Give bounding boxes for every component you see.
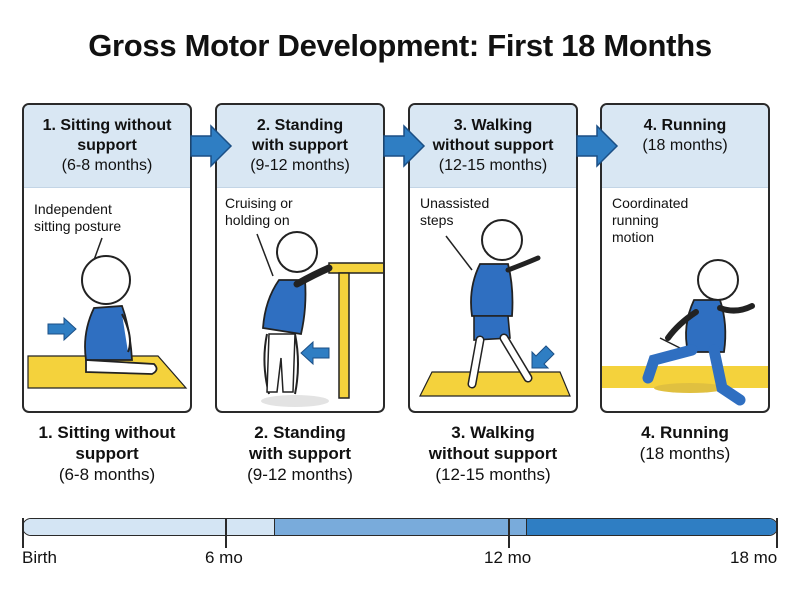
timeline-segment-birth-6mo — [23, 519, 275, 535]
timeline-label-18mo: 18 mo — [730, 548, 778, 567]
timeline-label-12mo: 12 mo — [484, 548, 532, 567]
arrow-right-icon — [576, 124, 619, 168]
stage-note: Coordinated running motion — [612, 195, 689, 245]
timeline-tick — [776, 518, 778, 548]
stage-card-running: 4. Running (18 months) Coordinated runni… — [600, 103, 770, 413]
stage-header: 4. Running (18 months) — [602, 105, 768, 188]
stage-header-line-1: 2. Standing — [256, 117, 344, 134]
page-title: Gross Motor Development: First 18 Months — [88, 28, 712, 63]
timeline-tick — [225, 518, 227, 548]
stage-card-walking: 3. Walking without support (12-15 months… — [408, 103, 578, 413]
stage-header-line-2: without support — [432, 137, 554, 154]
stage-header-age: (6-8 months) — [61, 157, 153, 174]
arrow-right-icon — [383, 124, 426, 168]
timeline-tick — [508, 518, 510, 548]
stage-card-standing: 2. Standing with support (9-12 months) C… — [215, 103, 385, 413]
stage-note: Independent sitting posture — [34, 201, 122, 234]
standing-baby-illustration — [256, 231, 383, 407]
sitting-baby-illustration — [27, 237, 188, 389]
arrow-right-icon — [190, 124, 233, 168]
stage-caption: 4. Running (18 months) — [639, 423, 731, 463]
stage-header: 1. Sitting without support (6-8 months) — [24, 105, 190, 188]
timeline-label-birth: Birth — [22, 548, 57, 567]
stage-header-age: (18 months) — [642, 137, 728, 154]
timeline-segment-12-18mo — [525, 519, 777, 535]
stage-card-sitting: 1. Sitting without support (6-8 months) … — [22, 103, 192, 413]
stage-header-age: (9-12 months) — [250, 157, 350, 174]
stage-header-line-2: support — [77, 137, 137, 154]
stage-caption: 1. Sitting without support (6-8 months) — [38, 423, 176, 484]
stage-caption: 2. Standing with support (9-12 months) — [247, 423, 353, 484]
stage-note: Unassisted steps — [420, 195, 490, 228]
stage-caption: 3. Walking without support (12-15 months… — [428, 423, 558, 484]
running-toddler-illustration — [602, 259, 768, 406]
timeline-tick — [22, 518, 24, 548]
stage-note: Cruising or holding on — [225, 195, 293, 228]
age-timeline-bar — [22, 518, 778, 536]
stage-header-age: (12-15 months) — [438, 157, 548, 174]
stage-header-line-1: 3. Walking — [453, 117, 533, 134]
stage-header: 2. Standing with support (9-12 months) — [217, 105, 383, 188]
stage-header-line-1: 4. Running — [643, 117, 727, 134]
timeline-segment-6-12mo — [274, 519, 526, 535]
stage-header-line-2: with support — [252, 137, 348, 154]
timeline-label-6mo: 6 mo — [205, 548, 243, 567]
stage-header: 3. Walking without support (12-15 months… — [410, 105, 576, 188]
stage-header-line-1: 1. Sitting without — [42, 117, 172, 134]
walking-toddler-illustration — [419, 219, 571, 397]
